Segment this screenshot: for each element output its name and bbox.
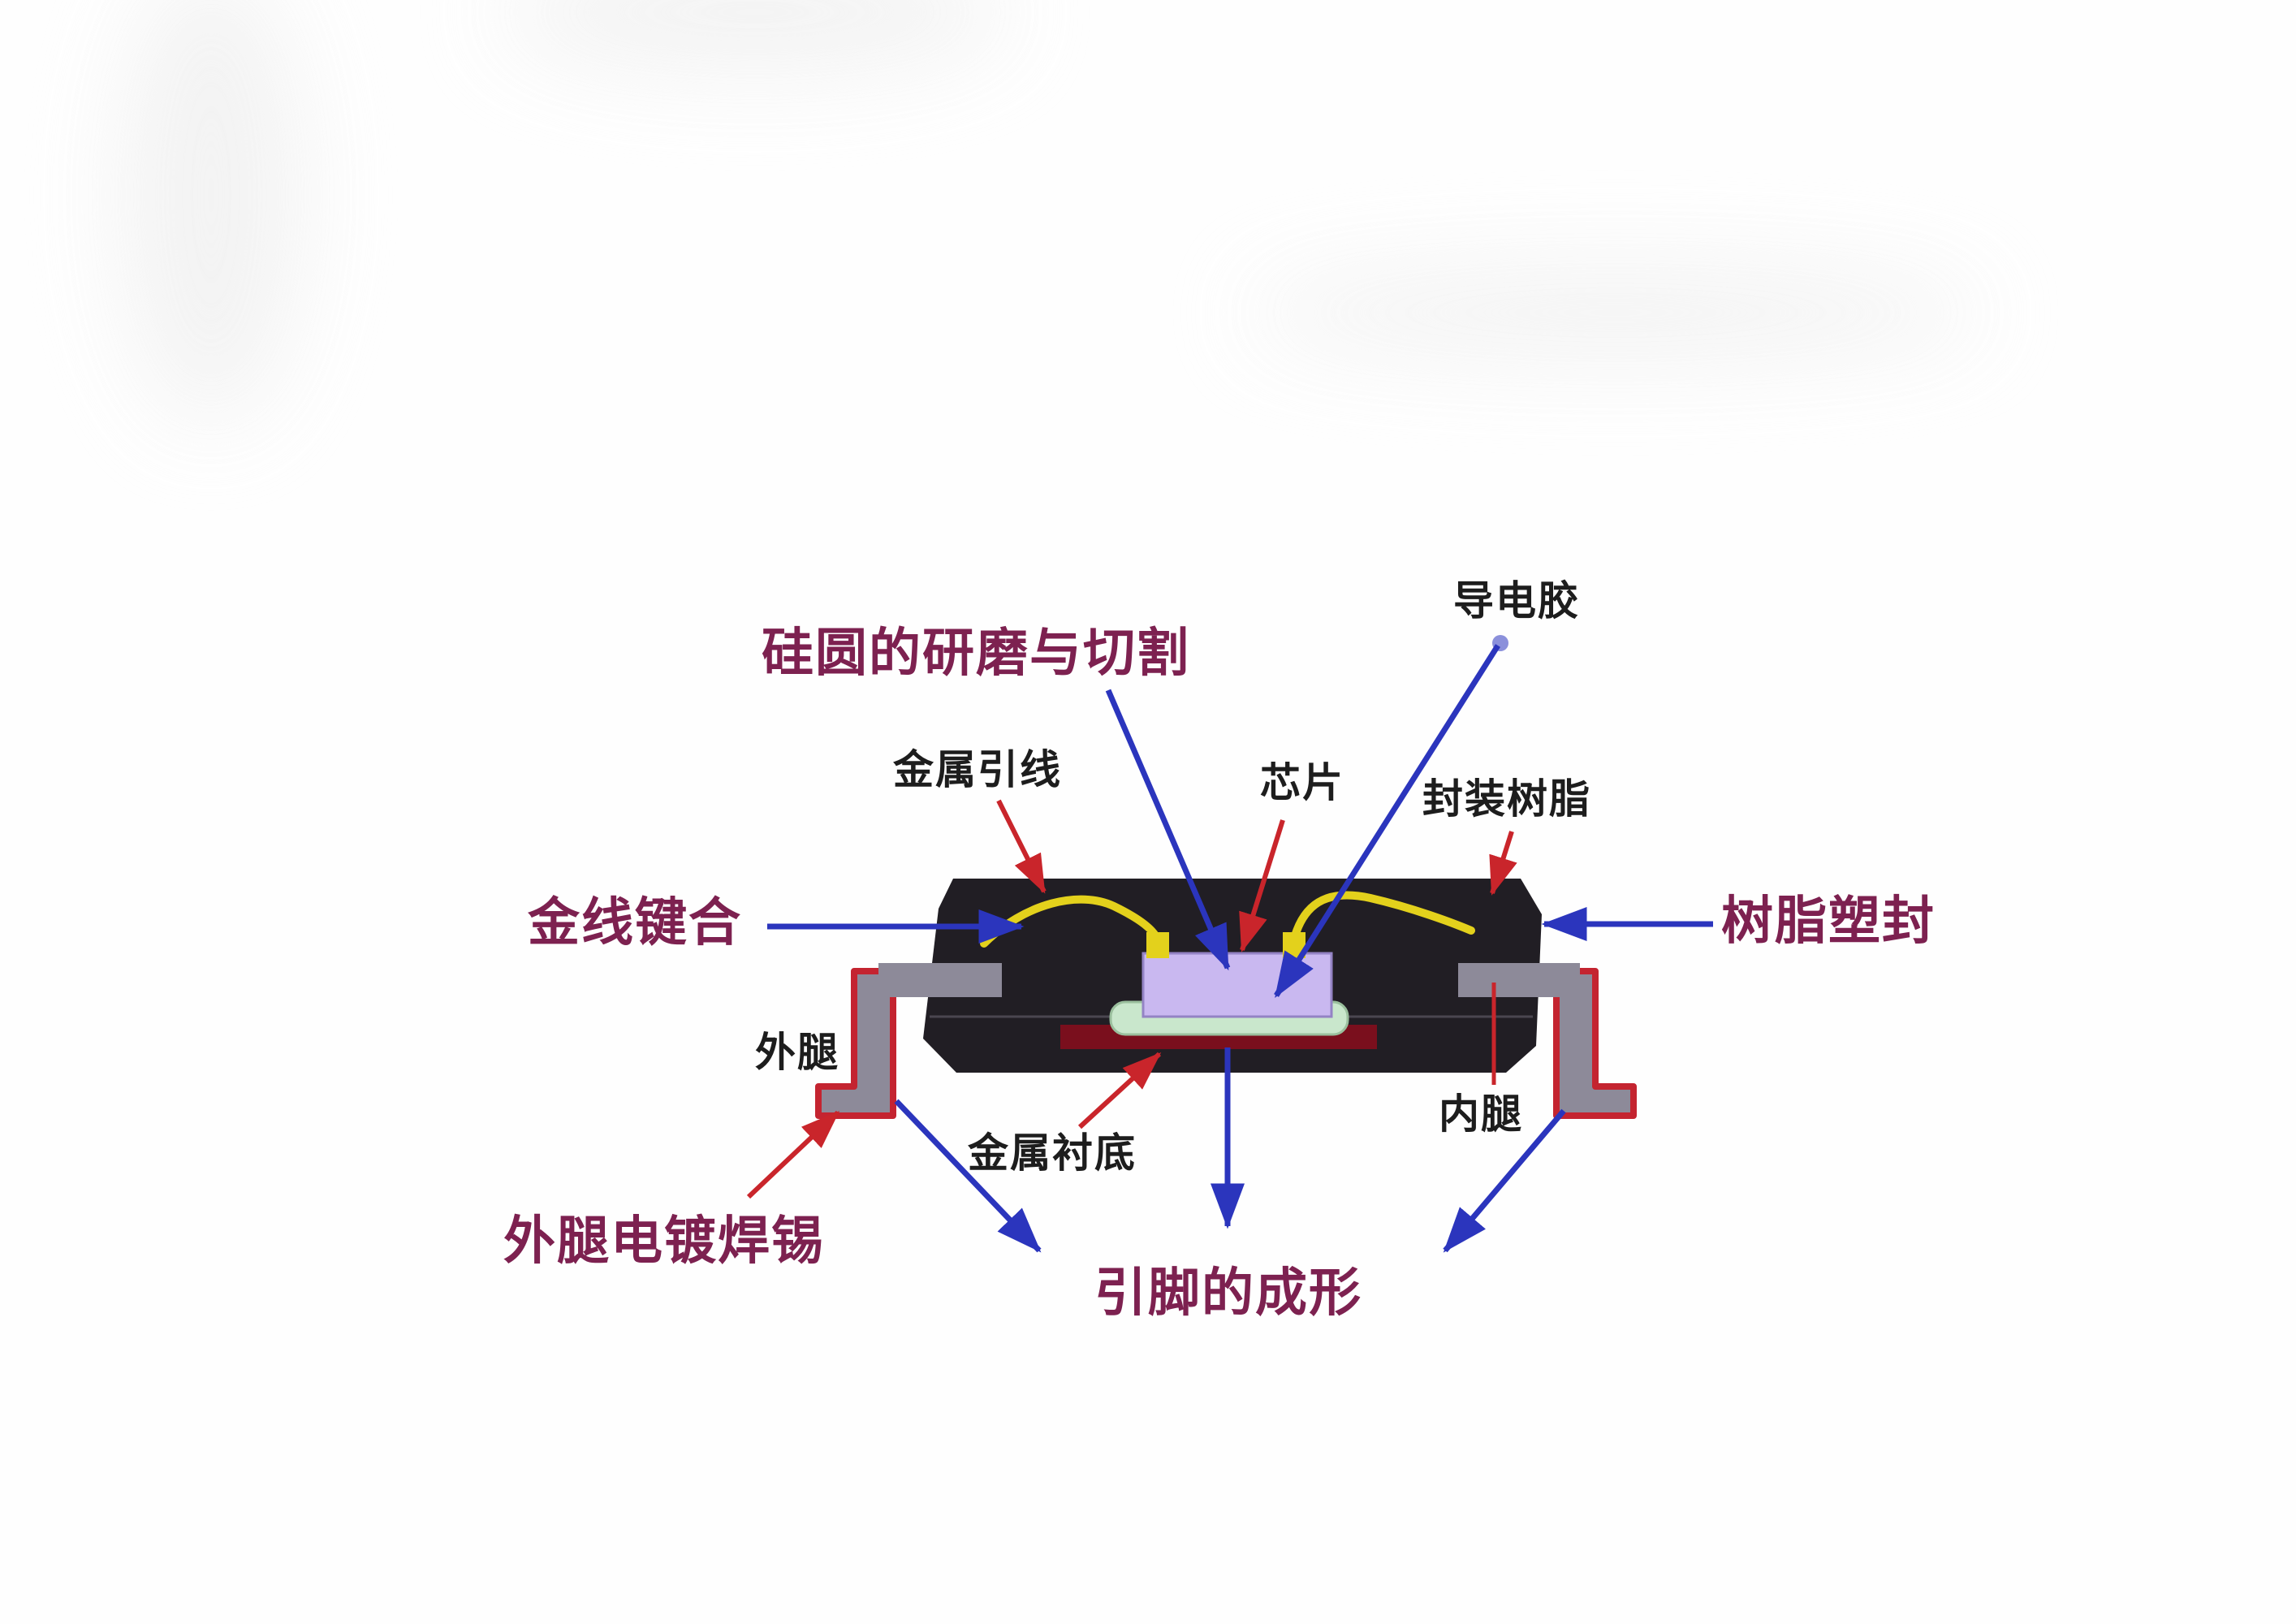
arrow-leftleg-to-forming	[894, 1099, 1042, 1253]
arrow-wafer-to-chip	[1105, 689, 1231, 971]
label-pin-forming: 引脚的成形	[1094, 1263, 1362, 1322]
label-metal-substrate: 金属衬底	[968, 1130, 1137, 1176]
arrow-chip-label	[1239, 819, 1285, 952]
label-chip: 芯片	[1260, 760, 1344, 806]
label-inner-leg: 内腿	[1439, 1091, 1523, 1137]
label-metal-lead-wire: 金属引线	[893, 747, 1062, 793]
arrow-solder-plating	[746, 1110, 840, 1199]
arrow-adhesive-to-pad	[1274, 644, 1500, 998]
label-wafer-grinding: 硅圆的研磨与切割	[762, 624, 1190, 682]
inner-lead-right	[1458, 963, 1580, 997]
arrow-rightleg-to-forming	[1443, 1108, 1566, 1253]
label-outer-leg: 外腿	[755, 1030, 839, 1075]
arrow-metal-lead-wire	[996, 799, 1047, 894]
label-gold-wire-bonding: 金线键合	[528, 893, 742, 952]
gold-wire-right	[1290, 891, 1475, 943]
label-resin-molding: 树脂塑封	[1721, 892, 1936, 950]
arrow-metal-substrate	[1077, 1052, 1162, 1129]
inner-lead-left	[878, 963, 1002, 997]
chip-die	[1142, 952, 1333, 1018]
background-smudge	[1250, 268, 1981, 357]
label-packaging-resin: 封装树脂	[1422, 776, 1591, 822]
outer-leg-left	[815, 968, 896, 1119]
arrow-packaging-resin	[1489, 831, 1517, 896]
label-solder-plating: 外腿电镀焊锡	[503, 1212, 825, 1270]
label-conductive-adhesive: 导电胶	[1453, 578, 1580, 624]
background-smudge	[122, 0, 300, 422]
